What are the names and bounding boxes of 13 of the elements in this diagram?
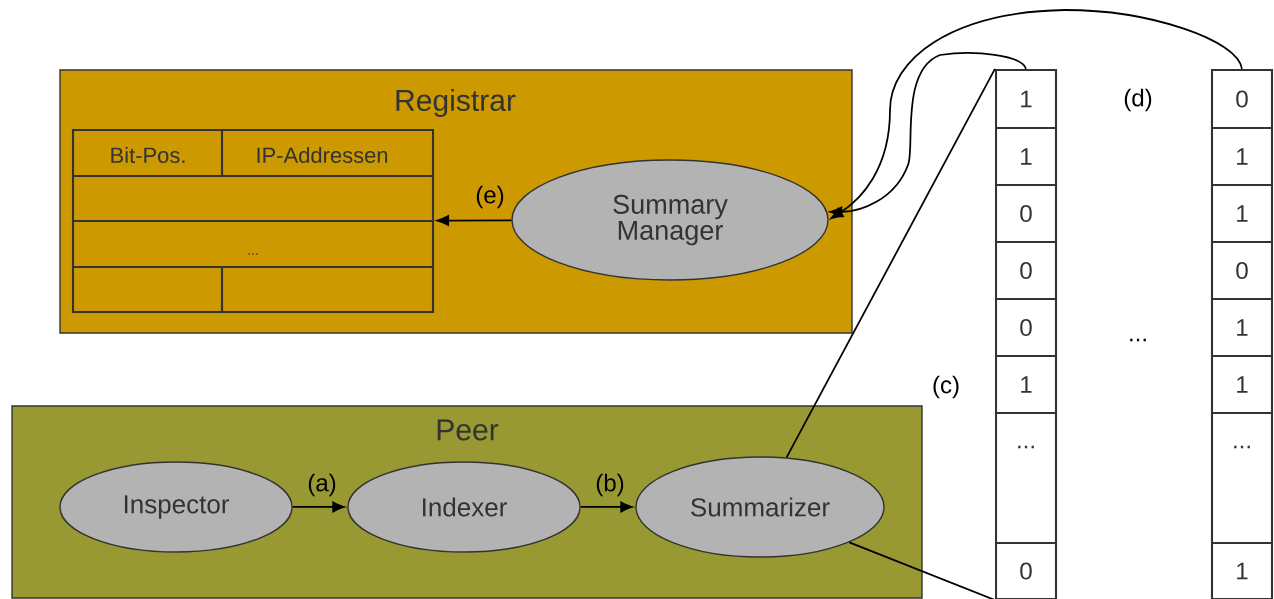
edge-label: (a) [308,473,336,497]
label: (d) [1124,88,1152,112]
arrow [579,501,633,513]
label: ... [1130,338,1146,342]
edge-label: (e) [476,185,504,209]
table: Bit-Pos. IP-Addressen ... [71,128,435,314]
edge-label: (b) [596,473,624,497]
arrow [291,501,345,513]
bit-vector: 1 1 0 0 0 1 ... 0 [994,68,1058,599]
arrow [436,215,513,226]
arrow [830,9,1243,220]
bit-vector: 0 1 1 0 1 1 ... 1 [1210,68,1274,599]
edge-label: (c) [933,375,959,399]
